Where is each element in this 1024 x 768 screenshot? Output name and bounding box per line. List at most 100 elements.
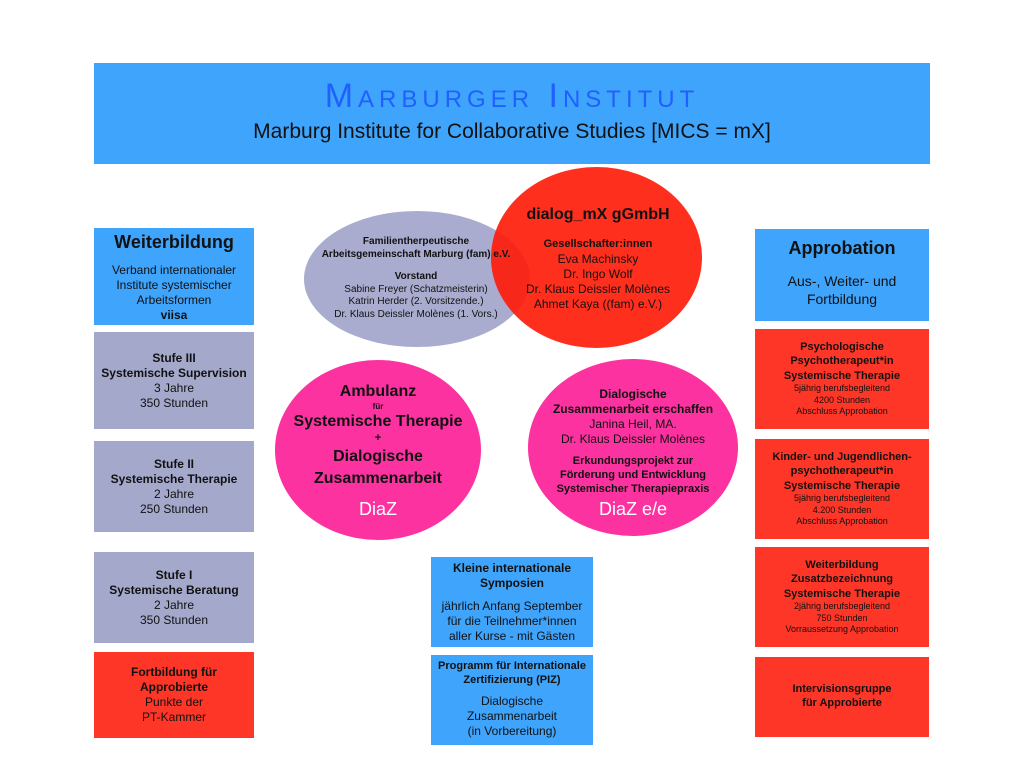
diaz-ee-person: Janina Heil, MA.: [589, 417, 677, 431]
fam-circle: [304, 211, 530, 347]
ambulanz-short: DiaZ: [358, 499, 397, 520]
stufe-1-title: Stufe I: [155, 567, 193, 582]
fortbildung-line: Punkte der: [144, 695, 204, 709]
symposien-title: Symposien: [479, 576, 545, 590]
fam-text: Familientherpeutische Arbeitsgemeinschaf…: [300, 236, 532, 321]
zusatz-title: Weiterbildung: [805, 559, 879, 572]
dialog-member: Dr. Ingo Wolf: [563, 266, 633, 281]
fam-member: Sabine Freyer (Schatzmeisterin): [344, 283, 488, 295]
intervision-box: Intervisionsgruppe für Approbierte: [755, 657, 929, 737]
stufe-2-hours: 250 Stunden: [139, 501, 209, 516]
dialog-member: Ahmet Kaya ((fam) e.V.): [533, 296, 663, 311]
ambulanz-plus: +: [374, 432, 382, 445]
weiterbildung-line: Arbeitsformen: [136, 293, 212, 307]
stufe-1-name: Systemische Beratung: [109, 582, 239, 597]
fam-member: Katrin Herder (2. Vorsitzende.): [348, 296, 484, 307]
symposien-line: jährlich Anfang September: [441, 599, 583, 613]
stufe-2-box: Stufe II Systemische Therapie 2 Jahre 25…: [94, 441, 254, 532]
approbation-line: Aus-, Weiter- und: [787, 273, 897, 289]
stufe-2-title: Stufe II: [153, 456, 194, 471]
diaz-ee-person: Dr. Klaus Deissler Molènes: [560, 432, 706, 446]
fortbildung-title: Approbierte: [139, 680, 208, 694]
stufe-3-box: Stufe III Systemische Supervision 3 Jahr…: [94, 332, 254, 429]
psych-title: Psychologische: [800, 341, 884, 354]
stufe-3-name: Systemische Supervision: [101, 365, 247, 380]
dialog-title: dialog_mX gGmbH: [526, 206, 670, 223]
kinder-title: Kinder- und Jugendlichen-: [772, 451, 912, 464]
approbation-line: Fortbildung: [806, 290, 878, 307]
dialog-text: dialog_mX gGmbH Gesellschafter:innen Eva…: [508, 205, 688, 312]
zusatz-title: Systemische Therapie: [783, 587, 901, 600]
weiterbildung-org: viisa: [160, 308, 188, 322]
kinder-detail: 5jährig berufsbegleitend: [793, 492, 891, 503]
symposien-line: aller Kurse - mit Gästen: [448, 629, 576, 643]
fam-member: Dr. Klaus Deissler Molènes (1. Vors.): [334, 308, 498, 320]
institute-title: Marburger Institut: [324, 77, 700, 115]
symposien-line: für die Teilnehmer*innen: [447, 614, 577, 628]
fortbildung-title: Fortbildung für: [131, 665, 217, 679]
diaz-ee-project: Systemischer Therapiepraxis: [556, 482, 710, 495]
dialog-circle: [491, 167, 702, 348]
stufe-3-title: Stufe III: [152, 350, 196, 365]
diaz-ee-short: DiaZ e/e: [598, 499, 668, 520]
psych-detail: 5jährig berufsbegleitend: [793, 382, 891, 393]
piz-line: (in Vorbereitung): [467, 723, 557, 738]
zusatz-title: Zusatzbezeichnung: [790, 573, 894, 586]
diaz-ee-project: Förderung und Entwicklung: [559, 468, 707, 481]
diaz-ee-title: Zusammenarbeit erschaffen: [552, 402, 714, 416]
piz-title: Programm für Internationale: [438, 660, 586, 672]
fortbildung-box: Fortbildung für Approbierte Punkte der P…: [94, 652, 254, 738]
dialog-member: Eva Machinsky: [557, 251, 639, 266]
diaz-ee-title: Dialogische: [599, 387, 667, 401]
ambulanz-fuer: für: [372, 402, 384, 411]
stufe-3-duration: 3 Jahre: [153, 380, 195, 395]
kinder-jugend-box: Kinder- und Jugendlichen- psychotherapeu…: [755, 439, 929, 539]
kinder-title: Systemische Therapie: [783, 479, 901, 492]
zusatzbezeichnung-box: Weiterbildung Zusatzbezeichnung Systemis…: [755, 547, 929, 647]
ambulanz-circle: [275, 360, 481, 540]
piz-line: Dialogische: [480, 693, 544, 708]
kinder-title: psychotherapeut*in: [790, 465, 894, 478]
approbation-box: Approbation Aus-, Weiter- und Fortbildun…: [755, 229, 929, 321]
institute-subtitle: Marburg Institute for Collaborative Stud…: [253, 120, 771, 143]
psych-title: Psychotherapeut*in: [790, 355, 894, 368]
zusatz-detail: 750 Stunden: [816, 612, 868, 623]
piz-line: Zusammenarbeit: [466, 708, 558, 723]
kinder-detail: 4.200 Stunden: [812, 504, 872, 515]
stufe-1-hours: 350 Stunden: [139, 612, 209, 627]
intervision-title: für Approbierte: [802, 697, 882, 709]
weiterbildung-line: Institute systemischer: [116, 278, 232, 292]
approbation-title: Approbation: [788, 238, 896, 258]
dialog-member: Dr. Klaus Deissler Molènes: [525, 281, 671, 296]
diaz-ee-circle: [528, 359, 738, 536]
weiterbildung-box: Weiterbildung Verband internationaler In…: [94, 228, 254, 325]
fortbildung-line: PT-Kammer: [141, 710, 206, 724]
dialog-label: Gesellschafter:innen: [543, 238, 653, 250]
weiterbildung-line: Verband internationaler: [111, 263, 237, 277]
ambulanz-line: Zusammenarbeit: [313, 469, 443, 487]
diaz-ee-project: Erkundungsprojekt zur: [572, 455, 694, 467]
ambulanz-line: Dialogische: [333, 447, 423, 465]
psych-title: Systemische Therapie: [783, 369, 901, 382]
stufe-3-hours: 350 Stunden: [139, 395, 209, 410]
piz-title: Zertifizierung (PIZ): [463, 673, 561, 686]
ambulanz-text: Ambulanz für Systemische Therapie + Dial…: [275, 382, 481, 521]
stufe-2-name: Systemische Therapie: [110, 471, 238, 486]
ambulanz-line: Ambulanz: [339, 383, 417, 400]
piz-box: Programm für Internationale Zertifizieru…: [431, 655, 593, 745]
diaz-ee-text: Dialogische Zusammenarbeit erschaffen Ja…: [528, 387, 738, 521]
stufe-2-duration: 2 Jahre: [153, 486, 195, 501]
fam-title: Arbeitsgemeinschaft Marburg (fam) e.V.: [321, 248, 511, 260]
psych-detail: Abschluss Approbation: [796, 406, 888, 417]
intervision-title: Intervisionsgruppe: [792, 683, 892, 696]
symposien-box: Kleine internationale Symposien jährlich…: [431, 557, 593, 647]
kinder-detail: Abschluss Approbation: [796, 516, 888, 527]
stufe-1-duration: 2 Jahre: [153, 597, 195, 612]
fam-vorstand-label: Vorstand: [394, 271, 438, 282]
zusatz-detail: 2jährig berufsbegleitend: [793, 600, 891, 611]
zusatz-detail: Vorraussetzung Approbation: [785, 624, 899, 635]
header-banner: Marburger Institut Marburg Institute for…: [94, 63, 930, 164]
ambulanz-line: Systemische Therapie: [293, 413, 463, 431]
symposien-title: Kleine internationale: [452, 561, 572, 575]
psych-detail: 4200 Stunden: [813, 394, 871, 405]
